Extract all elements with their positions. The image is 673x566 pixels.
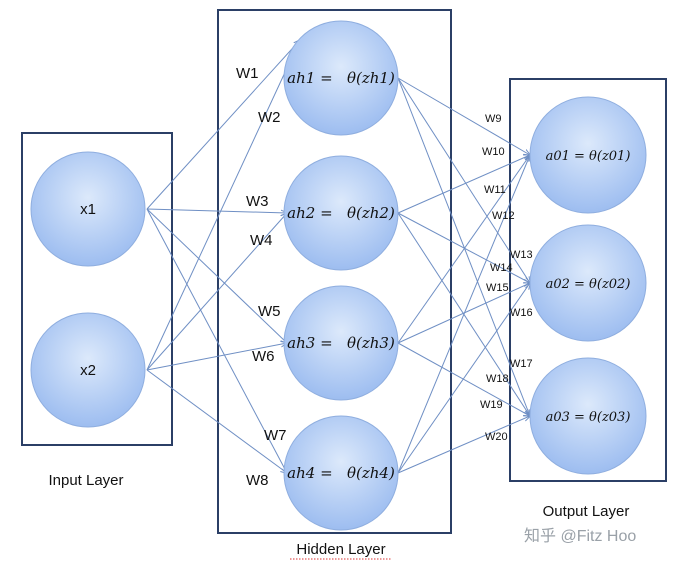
weight-label: W15 — [486, 282, 509, 294]
hidden-output-connection — [397, 212, 530, 283]
output-node-formula: a02 = θ(z02) — [546, 277, 631, 292]
weight-label: W14 — [490, 262, 513, 274]
input-layer-label: Input Layer — [48, 472, 123, 489]
hidden-output-connection — [397, 77, 530, 283]
input-layer-box — [21, 132, 173, 446]
weight-label: W1 — [236, 65, 259, 82]
input-hidden-connection — [146, 343, 287, 371]
output-node-formula: a01 = θ(z01) — [546, 149, 631, 164]
weight-label: W10 — [482, 146, 505, 158]
weight-label: W7 — [264, 427, 287, 444]
output-node-1 — [529, 96, 647, 214]
hidden-output-connection — [397, 155, 530, 344]
input-hidden-connection — [146, 208, 287, 343]
hidden-node-4 — [283, 415, 399, 531]
input-hidden-connection — [146, 40, 300, 371]
hidden-node-formula: ah3 = θ(zh3) — [287, 334, 395, 352]
weight-label: W4 — [250, 232, 273, 249]
weight-label: W13 — [510, 249, 533, 261]
output-node-formula: a03 = θ(z03) — [546, 410, 631, 425]
watermark: 知乎 @Fitz Hoo — [524, 527, 636, 545]
hidden-node-formula: ah4 = θ(zh4) — [287, 464, 395, 482]
input-hidden-connection — [146, 208, 287, 473]
weight-label: W11 — [484, 184, 506, 196]
weight-label: W20 — [485, 431, 508, 443]
input-node-label: x1 — [80, 201, 96, 218]
hidden-layer-box — [217, 9, 452, 534]
input-node-x1 — [30, 151, 146, 267]
hidden-node-formula: ah1 = θ(zh1) — [287, 69, 395, 87]
weight-label: W8 — [246, 472, 269, 489]
input-node-x2 — [30, 312, 146, 428]
hidden-output-connection — [397, 155, 530, 474]
weight-label: W2 — [258, 109, 281, 126]
hidden-output-connection — [397, 283, 530, 474]
weight-label: W18 — [486, 373, 509, 385]
weight-label: W5 — [258, 303, 281, 320]
connections — [146, 40, 530, 474]
input-hidden-connection — [146, 369, 287, 473]
hidden-node-3 — [283, 285, 399, 401]
output-layer-box — [509, 78, 667, 482]
hidden-layer-label: Hidden Layer — [296, 541, 385, 558]
hidden-node-formula: ah2 = θ(zh2) — [287, 204, 395, 222]
hidden-output-connection — [397, 77, 530, 155]
input-hidden-connection — [146, 208, 287, 213]
input-hidden-connection — [146, 40, 300, 210]
weight-label: W12 — [492, 210, 515, 222]
weight-label: W3 — [246, 193, 269, 210]
weight-label: W6 — [252, 348, 275, 365]
weight-label: W17 — [510, 358, 533, 370]
hidden-output-connection — [397, 155, 530, 214]
weight-label: W19 — [480, 399, 503, 411]
input-hidden-connection — [146, 213, 287, 371]
input-node-label: x2 — [80, 362, 96, 379]
output-layer-label: Output Layer — [543, 503, 630, 520]
weight-label: W16 — [510, 307, 533, 319]
weight-label: W9 — [485, 113, 502, 125]
hidden-output-connection — [397, 416, 530, 474]
output-node-3 — [529, 357, 647, 475]
output-node-2 — [529, 224, 647, 342]
hidden-node-2 — [283, 155, 399, 271]
hidden-output-connection — [397, 77, 530, 416]
hidden-output-connection — [397, 342, 530, 416]
hidden-node-1 — [283, 20, 399, 136]
